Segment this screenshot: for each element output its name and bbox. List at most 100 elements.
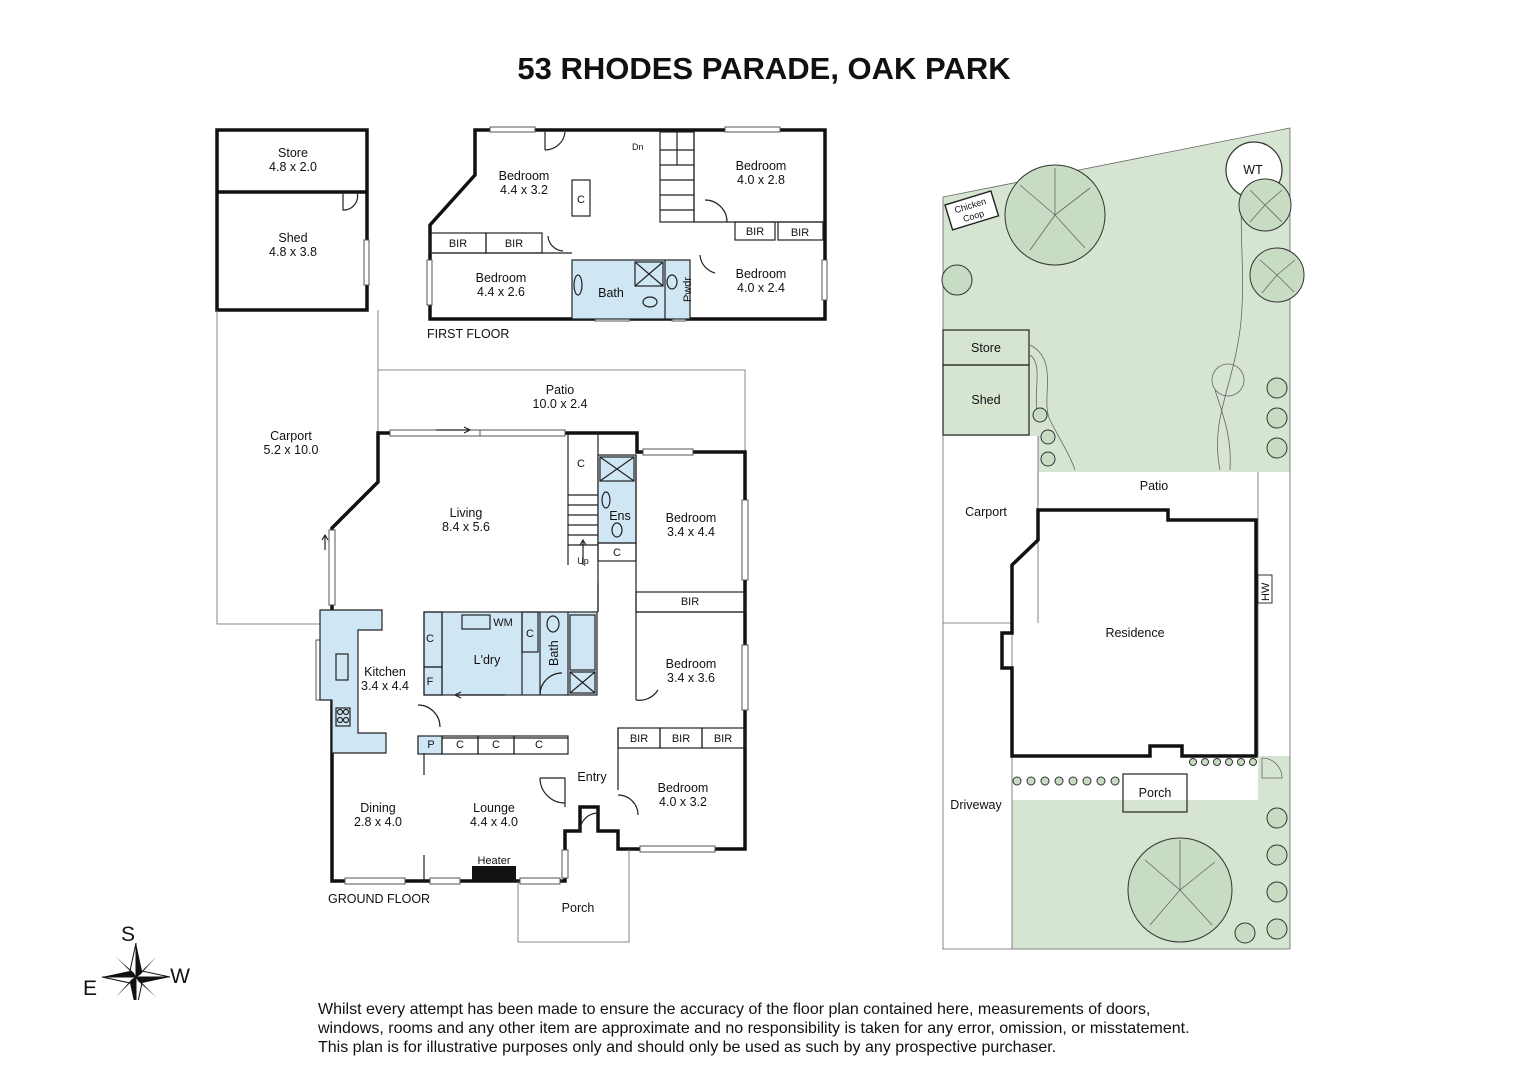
bedroom3-size: 4.0 x 3.2	[659, 795, 707, 809]
shed-size: 4.8 x 3.8	[269, 245, 317, 259]
shrub	[1040, 451, 1056, 467]
hall-cupboard-label: C	[492, 739, 500, 751]
pantry-label: P	[427, 739, 434, 751]
disclaimer-line: This plan is for illustrative purposes o…	[318, 1039, 1057, 1056]
bedroom1-name: Bedroom	[666, 511, 717, 525]
disclaimer-line: Whilst every attempt has been made to en…	[318, 1001, 1151, 1018]
ground-floor-outline	[330, 431, 747, 883]
first-floor-label: FIRST FLOOR	[427, 327, 509, 341]
site-boundary	[942, 127, 1291, 950]
page-title: 53 RHODES PARADE, OAK PARK	[517, 51, 1011, 86]
store-name: Store	[278, 146, 308, 160]
hedge	[1012, 758, 1257, 786]
gf-bir-label: BIR	[681, 596, 699, 608]
kitchen-size: 3.4 x 4.4	[361, 679, 409, 693]
store-size: 4.8 x 2.0	[269, 160, 317, 174]
ff-bir-label: BIR	[791, 227, 809, 239]
patio-size: 10.0 x 2.4	[533, 397, 588, 411]
front-porch-outline	[517, 849, 630, 943]
ff-bir-label: BIR	[449, 238, 467, 250]
bedroom2-size: 3.4 x 3.6	[667, 671, 715, 685]
entry-label: Entry	[577, 770, 607, 784]
site-shed	[942, 364, 1030, 436]
trees	[941, 164, 1305, 944]
patio-outline	[378, 369, 746, 452]
ff-bir-label: BIR	[746, 226, 764, 238]
carport-name: Carport	[270, 429, 312, 443]
shrub	[1266, 377, 1288, 399]
first-floor-bath	[571, 259, 691, 320]
ff-bedroom-se-name: Bedroom	[736, 267, 787, 281]
living-size: 8.4 x 5.6	[442, 520, 490, 534]
living-name: Living	[450, 506, 483, 520]
ff-pwdr-label: Pwdr	[682, 277, 694, 302]
ff-bedroom-ne-name: Bedroom	[736, 159, 787, 173]
site-plan: WT Chicken Coop	[941, 127, 1305, 950]
living-cupboard-label: C	[577, 458, 585, 470]
residence-outline	[1000, 508, 1258, 758]
shed-store-outline	[215, 128, 369, 312]
gf-bir-label: BIR	[672, 733, 690, 745]
disclaimer: Whilst every attempt has been made to en…	[318, 1000, 1238, 1057]
residence-label: Residence	[1105, 626, 1164, 640]
site-shed-label: Shed	[971, 393, 1000, 407]
compass-w: W	[170, 965, 190, 988]
driveway-label: Driveway	[950, 798, 1002, 812]
gf-bath-label: Bath	[547, 640, 561, 666]
ens-cupboard-label: C	[613, 547, 621, 559]
shrub	[1266, 807, 1288, 829]
disclaimer-line: windows, rooms and any other item are ap…	[318, 1020, 1190, 1037]
fridge-label: F	[427, 676, 434, 688]
shrub	[1266, 437, 1288, 459]
kitchen-name: Kitchen	[364, 665, 406, 679]
ff-bedroom-ne-size: 4.0 x 2.8	[737, 173, 785, 187]
shrub	[1266, 918, 1288, 940]
first-floor-stairs	[659, 131, 695, 223]
bedroom1-size: 3.4 x 4.4	[667, 525, 715, 539]
chicken-coop: Chicken Coop	[944, 190, 1000, 231]
shed-door	[342, 191, 359, 211]
ground-floor-label: GROUND FLOOR	[328, 892, 430, 906]
compass-rose: S W E N	[83, 923, 190, 1000]
laundry-label: L'dry	[474, 653, 501, 667]
laundry-cupboard-label: C	[426, 633, 434, 645]
up-label: Up	[577, 556, 589, 566]
hall-cupboard-label: C	[535, 739, 543, 751]
site-patio-label: Patio	[1140, 479, 1169, 493]
ff-bedroom-nw-size: 4.4 x 3.2	[500, 183, 548, 197]
lounge-name: Lounge	[473, 801, 515, 815]
compass-e: E	[83, 977, 97, 1000]
site-store-label: Store	[971, 341, 1001, 355]
first-floor-plan: Dn Bath Pwdr Bedroom 4.4 x 3.2 Bedroom 4…	[426, 126, 828, 341]
shrub	[1234, 922, 1256, 944]
lounge-size: 4.4 x 4.0	[470, 815, 518, 829]
heater-label: Heater	[477, 855, 510, 867]
shrub	[1266, 407, 1288, 429]
hall-cupboard-label: C	[456, 739, 464, 751]
dining-name: Dining	[360, 801, 395, 815]
tree	[941, 264, 973, 296]
ff-bath-label: Bath	[598, 286, 624, 300]
floor-plan-drawing: 53 RHODES PARADE, OAK PARK Store 4.8 x 2…	[83, 51, 1305, 1000]
site-porch	[1122, 773, 1188, 813]
carport-size: 5.2 x 10.0	[264, 443, 319, 457]
heater	[472, 866, 516, 881]
gf-bir-label: BIR	[630, 733, 648, 745]
ff-bedroom-sw-size: 4.4 x 2.6	[477, 285, 525, 299]
shrub	[1266, 881, 1288, 903]
outbuildings: Store 4.8 x 2.0 Shed 4.8 x 3.8 Carport 5…	[215, 128, 746, 625]
ff-bedroom-sw-name: Bedroom	[476, 271, 527, 285]
ff-cupboard-label: C	[577, 194, 585, 206]
site-porch-label: Porch	[1139, 786, 1172, 800]
first-floor-outline	[428, 128, 827, 321]
bedroom2-name: Bedroom	[666, 657, 717, 671]
bedroom3-name: Bedroom	[658, 781, 709, 795]
wm-label: WM	[493, 617, 513, 629]
dn-label: Dn	[632, 142, 644, 152]
shrub	[1040, 429, 1056, 445]
ground-floor-plan: Kitchen 3.4 x 4.4 C F C WM L'dry Bath	[315, 426, 749, 943]
shrub	[1032, 407, 1048, 423]
hw-label: HW	[1260, 582, 1272, 601]
front-porch-label: Porch	[562, 901, 595, 915]
ff-bedroom-nw-name: Bedroom	[499, 169, 550, 183]
